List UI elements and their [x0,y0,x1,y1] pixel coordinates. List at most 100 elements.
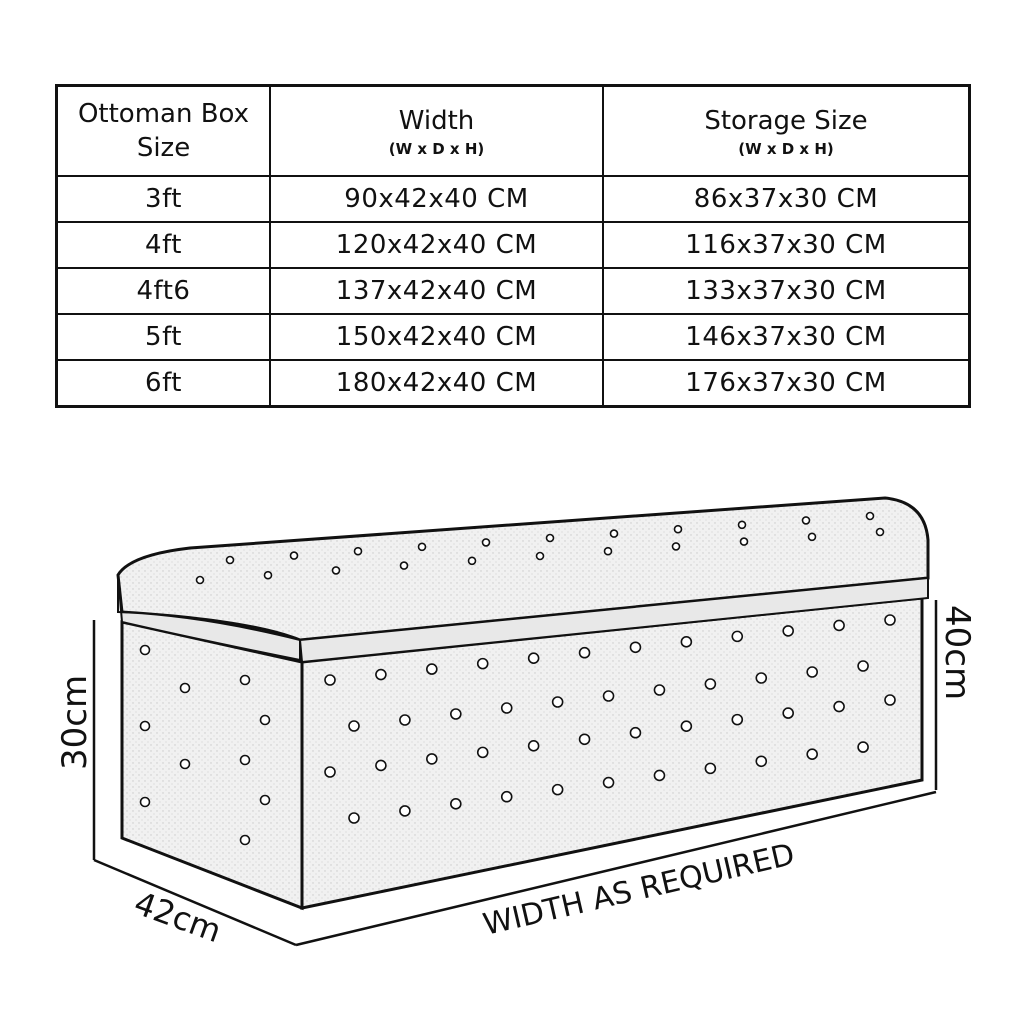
table-row: 4ft6 137x42x40 CM 133x37x30 CM [55,267,971,315]
cell-storage: 86x37x30 CM [602,175,971,223]
tuft-button-icon [348,720,360,732]
tuft-button-icon [755,755,768,768]
tuft-button-icon [704,762,717,775]
ottoman-body [116,496,930,911]
tuft-button-icon [671,542,681,551]
tuft-button-icon [603,546,613,556]
tuft-button-icon [551,783,564,796]
tuft-button-icon [737,520,747,530]
cell-width: 180x42x40 CM [269,359,604,408]
tuft-button-icon [704,678,717,690]
tuft-button-icon [139,644,151,656]
tuft-button-icon [353,546,363,556]
cell-size: 6ft [55,359,271,408]
tuft-button-icon [239,674,251,686]
tuft-button-icon [527,740,540,752]
tuft-button-icon [399,714,411,726]
header-width-label: Width [398,106,475,136]
tuft-button-icon [857,741,869,753]
table-row: 3ft 90x42x40 CM 86x37x30 CM [55,175,971,223]
tuft-button-icon [731,713,744,726]
tuft-button-icon [629,726,642,739]
tufting-buttons [139,511,896,846]
dimension-lines [92,600,938,947]
tuft-button-icon [263,570,273,580]
tuft-button-icon [551,696,564,708]
tuft-button-icon [865,511,875,521]
table-header-row: Ottoman Box Size Width (W x D x H) Stora… [55,84,971,177]
cell-storage: 116x37x30 CM [602,221,971,269]
cell-size: 5ft [55,313,271,361]
tuft-button-icon [806,748,818,760]
tuft-button-icon [782,707,794,719]
height-total-label: 40cm [937,605,977,700]
tuft-button-icon [139,720,151,732]
header-storage: Storage Size (W x D x H) [602,84,971,177]
tuft-button-icon [399,805,411,817]
tuft-button-icon [259,714,271,726]
tuft-button-icon [450,798,462,810]
tuft-button-icon [731,630,744,643]
tuft-button-icon [239,834,251,846]
tuft-button-icon [653,769,666,782]
tuft-button-icon [289,551,299,560]
header-width: Width (W x D x H) [269,84,604,177]
tuft-button-icon [833,619,845,632]
cell-storage: 176x37x30 CM [602,359,971,408]
tuft-button-icon [653,684,666,696]
tuft-button-icon [179,682,191,694]
tuft-button-icon [399,561,409,570]
cell-storage: 146x37x30 CM [602,313,971,361]
tuft-button-icon [602,690,615,702]
tuft-button-icon [481,538,491,547]
header-width-sub: (W x D x H) [388,140,485,158]
tuft-button-icon [884,694,896,706]
size-table: Ottoman Box Size Width (W x D x H) Stora… [55,84,971,408]
header-size: Ottoman Box Size [55,84,271,177]
tuft-button-icon [324,674,336,686]
tuft-button-icon [833,700,845,713]
cell-width: 90x42x40 CM [269,175,604,223]
tuft-button-icon [450,708,462,720]
tuft-button-icon [680,636,693,648]
tuft-button-icon [673,524,683,534]
table-row: 5ft 150x42x40 CM 146x37x30 CM [55,313,971,361]
tuft-button-icon [609,529,619,538]
tuft-button-icon [578,733,591,746]
tuft-button-icon [467,556,477,566]
tuft-button-icon [259,794,271,806]
table-row: 4ft 120x42x40 CM 116x37x30 CM [55,221,971,269]
tuft-button-icon [500,702,513,714]
tuft-button-icon [578,646,591,659]
table-row: 6ft 180x42x40 CM 176x37x30 CM [55,359,971,408]
tuft-button-icon [806,666,818,678]
cell-size: 3ft [55,175,271,223]
tuft-button-icon [417,542,427,552]
tuft-button-icon [755,672,768,684]
tuft-button-icon [139,796,151,808]
tuft-button-icon [739,537,749,546]
tuft-button-icon [375,668,387,681]
tuft-button-icon [680,720,693,732]
tuft-button-icon [331,566,341,575]
tuft-button-icon [629,641,642,654]
tuft-button-icon [782,625,794,637]
tuft-button-icon [500,790,513,803]
tuft-button-icon [801,516,811,525]
tuft-button-icon [348,812,360,824]
tuft-button-icon [807,532,817,542]
tuft-button-icon [239,754,251,766]
tuft-button-icon [545,533,555,543]
height-inner-label: 30cm [55,675,95,770]
tuft-button-icon [375,759,387,772]
tuft-button-icon [602,776,615,789]
depth-label: 42cm [129,884,226,950]
tuft-button-icon [527,652,540,664]
tuft-button-icon [324,766,336,778]
cell-storage: 133x37x30 CM [602,267,971,315]
tuft-button-icon [857,660,869,672]
cell-size: 4ft6 [55,267,271,315]
tuft-button-icon [426,663,438,675]
tuft-button-icon [884,614,896,626]
